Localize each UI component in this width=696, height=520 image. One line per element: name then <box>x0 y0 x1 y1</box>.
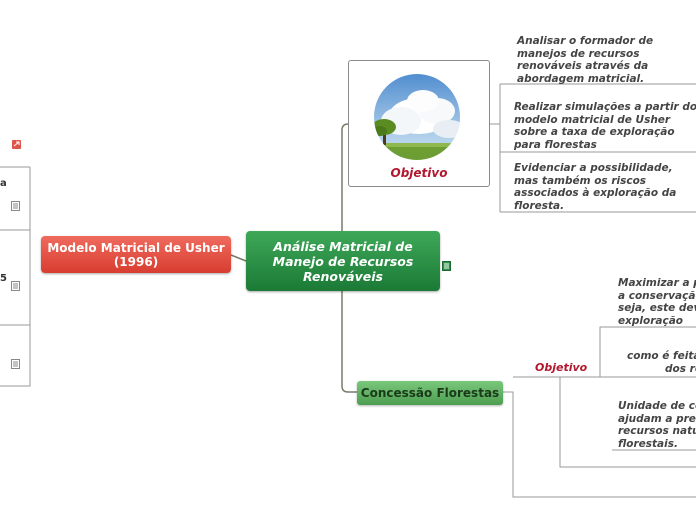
objective-item-1[interactable]: Analisar o formador de manejos de recurs… <box>517 35 654 85</box>
topic-label: Concessão Florestas <box>360 386 500 400</box>
cloud-tree-landscape-image <box>374 74 460 160</box>
note-icon[interactable] <box>11 354 20 369</box>
connector-concessao-outline <box>503 391 696 498</box>
note-icon[interactable] <box>442 256 451 271</box>
objective-item-3[interactable]: Evidenciar a possibilidade, mas também o… <box>514 162 677 212</box>
left-fragment-a: a <box>0 178 7 189</box>
objective-image-node[interactable]: Objetivo <box>348 60 490 187</box>
topic-label: Modelo Matricial de Usher (1996) <box>47 241 225 269</box>
link-icon[interactable] <box>12 140 21 152</box>
note-icon[interactable] <box>11 196 20 211</box>
connector-central-objective <box>341 123 349 231</box>
concessao-objetivo-label[interactable]: Objetivo <box>535 361 588 374</box>
topic-concessao-florestas[interactable]: Concessão Florestas <box>357 381 503 405</box>
left-bracket <box>0 167 31 387</box>
connector-central-left <box>230 254 247 262</box>
topic-modelo-matricial[interactable]: Modelo Matricial de Usher (1996) <box>41 236 231 273</box>
left-fragment-b: 5 <box>0 273 7 284</box>
connector-item-1 <box>599 326 696 377</box>
connector-central-concessao <box>341 291 357 393</box>
concessao-item-1[interactable]: Maximizar a p a conservação seja, este d… <box>618 277 696 327</box>
objective-caption: Objetivo <box>390 166 448 180</box>
concessao-item-2[interactable]: como é feita dos re <box>627 350 696 375</box>
note-icon[interactable] <box>11 276 20 291</box>
concessao-item-3[interactable]: Unidade de co ajudam a pres recursos nat… <box>618 400 696 450</box>
objective-item-2[interactable]: Realizar simulações a partir do modelo m… <box>514 101 696 151</box>
central-topic[interactable]: Análise Matricial de Manejo de Recursos … <box>246 231 440 291</box>
central-topic-label: Análise Matricial de Manejo de Recursos … <box>272 239 414 284</box>
connector-item-3 <box>559 377 696 468</box>
